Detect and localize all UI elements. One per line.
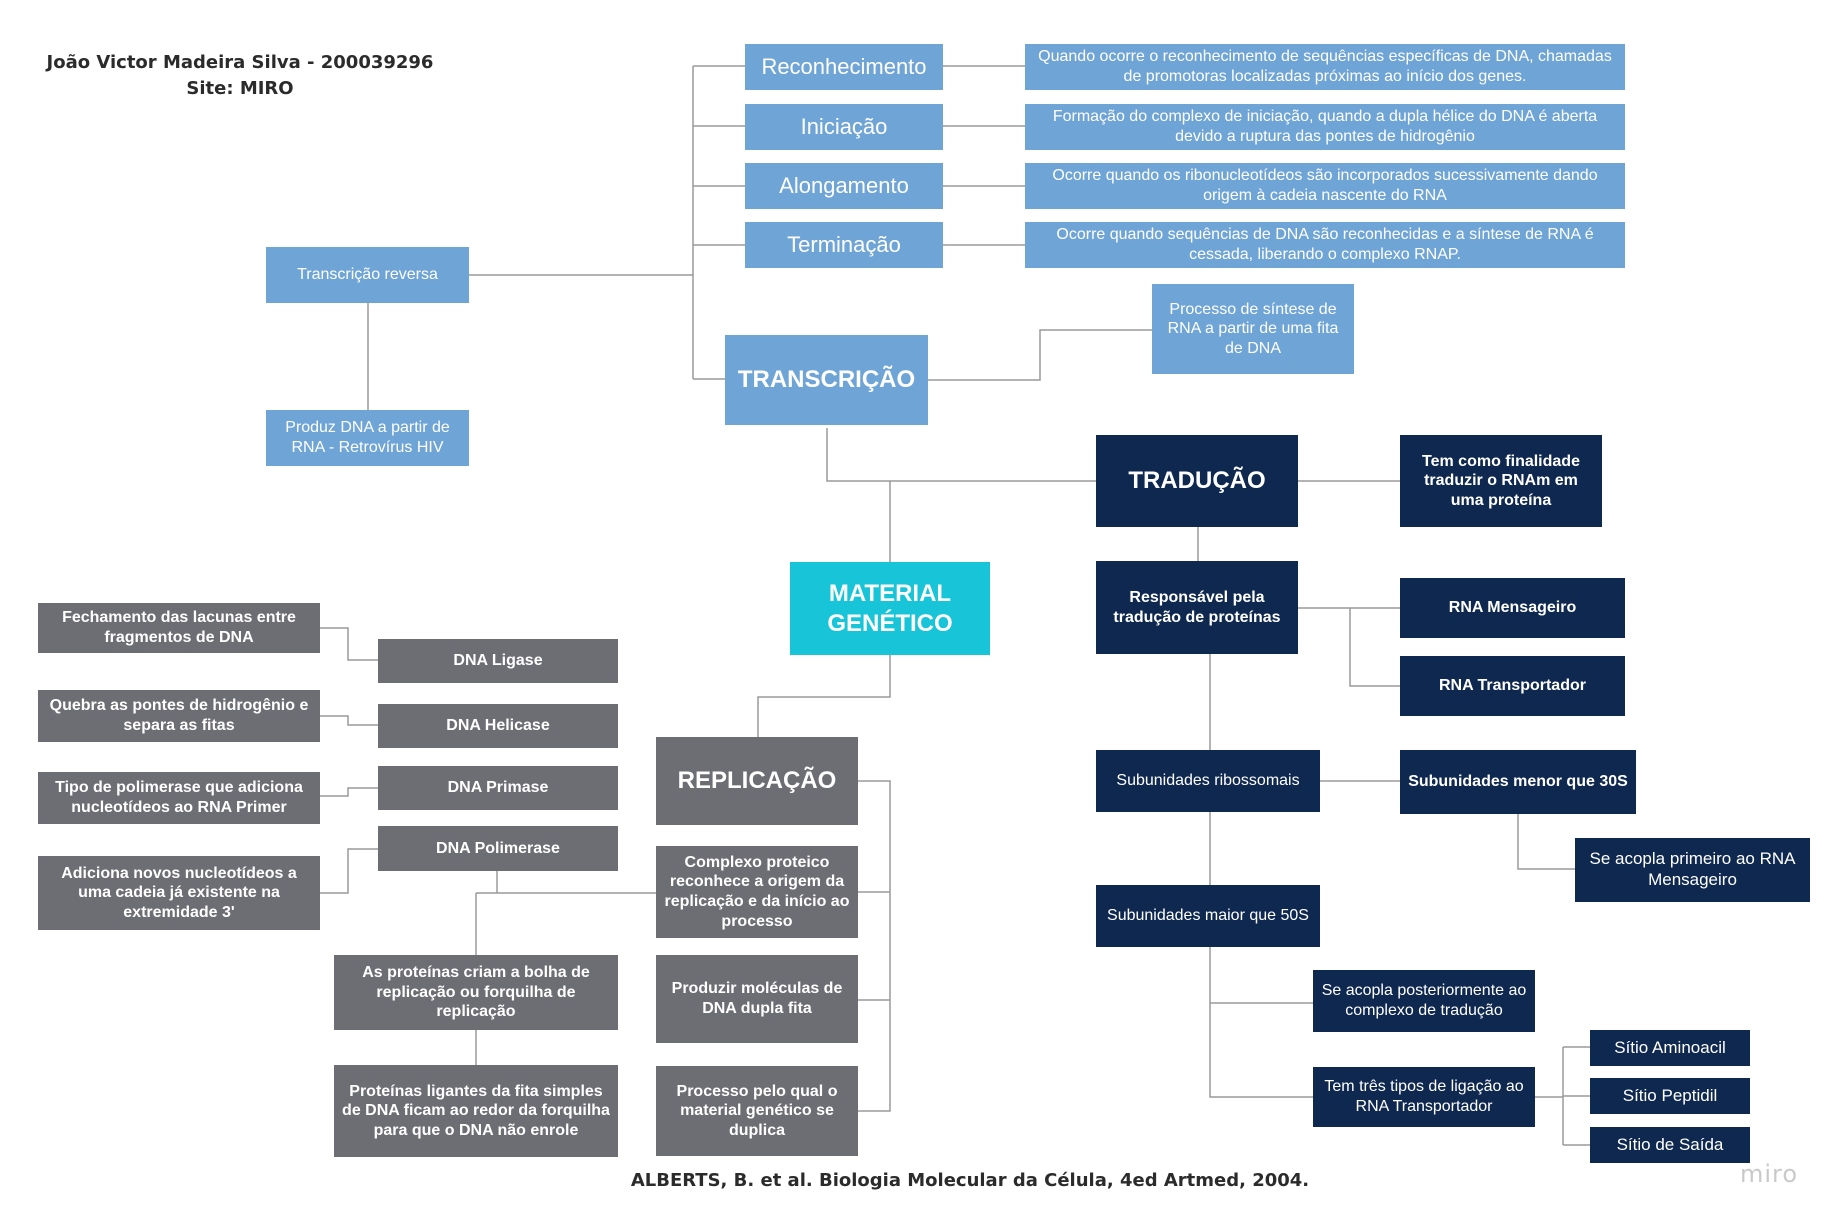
node-polimerase-desc[interactable]: Adiciona novos nucleotídeos a uma cadeia… bbox=[38, 856, 320, 930]
node-reconhecimento-desc[interactable]: Quando ocorre o reconhecimento de sequên… bbox=[1025, 44, 1625, 90]
node-subunidade-maior[interactable]: Subunidades maior que 50S bbox=[1096, 885, 1320, 947]
connector bbox=[320, 787, 378, 797]
node-transcricao-desc[interactable]: Processo de síntese de RNA a partir de u… bbox=[1152, 284, 1354, 374]
connector bbox=[320, 627, 378, 661]
connector bbox=[320, 715, 378, 726]
connector bbox=[1517, 814, 1575, 870]
node-primase-desc[interactable]: Tipo de polimerase que adiciona nucleotí… bbox=[38, 772, 320, 824]
connector bbox=[320, 848, 378, 894]
author-name: João Victor Madeira Silva - 200039296 bbox=[46, 52, 434, 73]
node-transcricao-reversa[interactable]: Transcrição reversa bbox=[266, 247, 469, 303]
connector bbox=[858, 780, 891, 1112]
node-dna-ligase[interactable]: DNA Ligase bbox=[378, 639, 618, 683]
node-responsavel[interactable]: Responsável pela tradução de proteínas bbox=[1096, 561, 1298, 654]
node-ligase-desc[interactable]: Fechamento das lacunas entre fragmentos … bbox=[38, 603, 320, 653]
node-helicase-desc[interactable]: Quebra as pontes de hidrogênio e separa … bbox=[38, 690, 320, 742]
node-acopla-primeiro[interactable]: Se acopla primeiro ao RNA Mensageiro bbox=[1575, 838, 1810, 902]
node-complexo-proteico[interactable]: Complexo proteico reconhece a origem da … bbox=[656, 846, 858, 938]
node-material-genetico[interactable]: MATERIAL GENÉTICO bbox=[790, 562, 990, 655]
node-iniciacao-desc[interactable]: Formação do complexo de iniciação, quand… bbox=[1025, 104, 1625, 150]
node-traducao[interactable]: TRADUÇÃO bbox=[1096, 435, 1298, 527]
node-produz-dna[interactable]: Produz DNA a partir de RNA - Retrovírus … bbox=[266, 410, 469, 466]
node-produzir-moleculas[interactable]: Produzir moléculas de DNA dupla fita bbox=[656, 955, 858, 1043]
node-terminacao[interactable]: Terminação bbox=[745, 222, 943, 268]
node-acopla-posteriormente[interactable]: Se acopla posteriormente ao complexo de … bbox=[1313, 970, 1535, 1032]
miro-watermark: miro bbox=[1740, 1160, 1799, 1188]
node-processo-duplica[interactable]: Processo pelo qual o material genético s… bbox=[656, 1066, 858, 1156]
node-terminacao-desc[interactable]: Ocorre quando sequências de DNA são reco… bbox=[1025, 222, 1625, 268]
node-ligantes[interactable]: Proteínas ligantes da fita simples de DN… bbox=[334, 1065, 618, 1157]
node-alongamento[interactable]: Alongamento bbox=[745, 163, 943, 209]
node-alongamento-desc[interactable]: Ocorre quando os ribonucleotídeos são in… bbox=[1025, 163, 1625, 209]
node-sitio-peptidil[interactable]: Sítio Peptidil bbox=[1590, 1078, 1750, 1114]
node-rna-mensageiro[interactable]: RNA Mensageiro bbox=[1400, 578, 1625, 638]
connector bbox=[928, 329, 1152, 381]
node-replicacao[interactable]: REPLICAÇÃO bbox=[656, 737, 858, 825]
citation: ALBERTS, B. et al. Biologia Molecular da… bbox=[630, 1170, 1310, 1191]
connector bbox=[1349, 608, 1400, 687]
node-dna-primase[interactable]: DNA Primase bbox=[378, 766, 618, 810]
site-label: Site: MIRO bbox=[186, 78, 294, 100]
node-transcricao[interactable]: TRANSCRIÇÃO bbox=[725, 335, 928, 425]
header: João Victor Madeira Silva - 200039296 Si… bbox=[40, 50, 440, 102]
node-bolha[interactable]: As proteínas criam a bolha de replicação… bbox=[334, 955, 618, 1030]
connector bbox=[826, 428, 1096, 482]
node-iniciacao[interactable]: Iniciação bbox=[745, 104, 943, 150]
connector bbox=[1209, 654, 1313, 1098]
node-tres-tipos[interactable]: Tem três tipos de ligação ao RNA Transpo… bbox=[1313, 1067, 1535, 1127]
node-sitio-aminoacil[interactable]: Sítio Aminoacil bbox=[1590, 1030, 1750, 1066]
node-reconhecimento[interactable]: Reconhecimento bbox=[745, 44, 943, 90]
node-sitio-saida[interactable]: Sítio de Saída bbox=[1590, 1127, 1750, 1163]
node-subunidade-menor[interactable]: Subunidades menor que 30S bbox=[1400, 750, 1636, 814]
connector bbox=[757, 655, 891, 737]
node-dna-helicase[interactable]: DNA Helicase bbox=[378, 704, 618, 748]
node-dna-polimerase[interactable]: DNA Polimerase bbox=[378, 826, 618, 871]
node-rna-transportador[interactable]: RNA Transportador bbox=[1400, 656, 1625, 716]
node-traducao-desc[interactable]: Tem como finalidade traduzir o RNAm em u… bbox=[1400, 435, 1602, 527]
node-subunidades-ribossomais[interactable]: Subunidades ribossomais bbox=[1096, 750, 1320, 812]
